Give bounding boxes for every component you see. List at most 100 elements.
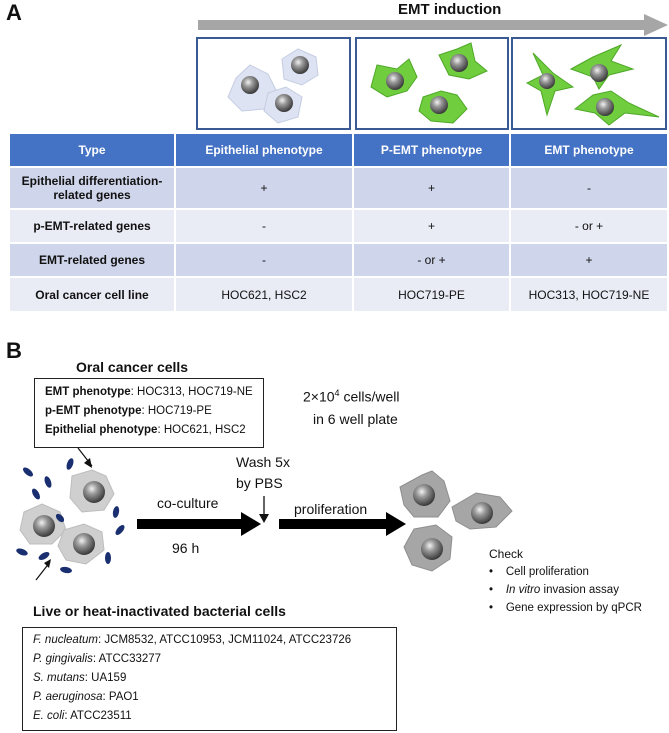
bacteria-icon <box>44 476 52 488</box>
nucleus-icon <box>386 72 404 90</box>
wash-line1: Wash 5x <box>236 454 290 470</box>
bacteria-icon <box>66 458 74 470</box>
nucleus-icon <box>471 502 493 524</box>
header-type: Type <box>10 134 176 167</box>
nucleus-icon <box>275 94 293 112</box>
table-cell: + <box>175 166 354 209</box>
proliferation-label: proliferation <box>294 501 368 517</box>
wash-arrow <box>259 496 269 523</box>
strain-list: : JCM8532, ATCC10953, JCM11024, ATCC2372… <box>98 634 352 646</box>
panel-a-label: A <box>6 0 22 25</box>
species-name: P. aeruginosa <box>33 691 103 703</box>
emt-induction-arrow <box>198 14 668 36</box>
incubation-time: 96 h <box>172 540 200 556</box>
wash-line2: by PBS <box>236 475 283 491</box>
table-cell: + <box>353 166 511 209</box>
bacteria-icon <box>32 488 40 500</box>
check-item: • In vitro invasion assay <box>489 584 619 596</box>
table-header-row: Type Epithelial phenotype P-EMT phenotyp… <box>10 134 667 167</box>
phenotype-lines: : HOC719-PE <box>141 405 212 417</box>
bacteria-icon <box>112 506 120 518</box>
bacteria-line: F. nucleatum: JCM8532, ATCC10953, JCM110… <box>33 631 396 650</box>
emt-induction-label: EMT induction <box>398 1 502 18</box>
wash-label: Wash 5x by PBS <box>236 452 290 494</box>
bacteria-line: S. mutans: UA159 <box>33 669 396 688</box>
table-cell: HOC621, HSC2 <box>175 276 354 311</box>
check-title: Check <box>489 547 524 561</box>
species-name: F. nucleatum <box>33 634 98 646</box>
header-epithelial: Epithelial phenotype <box>175 134 354 167</box>
panel-b-label: B <box>6 338 22 363</box>
nucleus-icon <box>241 76 259 94</box>
nucleus-icon <box>590 64 608 82</box>
table-row: p-EMT-related genes - + - or + <box>10 208 667 243</box>
row-label: EMT-related genes <box>10 242 176 277</box>
density-exponent: 4 <box>334 388 340 398</box>
plate-label: in 6 well plate <box>313 410 398 427</box>
table-row: Oral cancer cell line HOC621, HSC2 HOC71… <box>10 276 667 311</box>
bacteria-line: P. aeruginosa: PAO1 <box>33 688 396 707</box>
table-cell: HOC719-PE <box>353 276 511 311</box>
oral-line: Epithelial phenotype: HOC621, HSC2 <box>45 421 263 440</box>
table-cell: HOC313, HOC719-NE <box>510 276 667 311</box>
bacteria-line: P. gingivalis: ATCC33277 <box>33 650 396 669</box>
table-cell: - <box>510 166 667 209</box>
proliferated-cells <box>399 470 513 572</box>
bacteria-icon <box>23 467 33 477</box>
cell-density-label: 2×104 cells/well in 6 well plate <box>303 382 399 430</box>
check-item-text: Cell proliferation <box>505 566 589 578</box>
pemt-cells-image <box>355 37 509 130</box>
table-row: Epithelial differentiation-related genes… <box>10 166 667 209</box>
table-cell: - <box>175 208 354 243</box>
nucleus-icon <box>539 73 555 89</box>
phenotype-table: Type Epithelial phenotype P-EMT phenotyp… <box>10 134 667 311</box>
coculture-arrow <box>137 512 261 536</box>
row-label: Oral cancer cell line <box>10 276 176 311</box>
check-item: • Cell proliferation <box>489 566 589 578</box>
bacteria-title: Live or heat-inactivated bacterial cells <box>33 603 286 619</box>
species-name: S. mutans <box>33 672 85 684</box>
nucleus-icon <box>596 98 614 116</box>
bacteria-icon <box>105 552 111 564</box>
phenotype-label: Epithelial phenotype <box>45 424 158 436</box>
bacteria-box: F. nucleatum: JCM8532, ATCC10953, JCM110… <box>22 627 397 731</box>
bacteria-icon <box>55 513 65 523</box>
header-emt: EMT phenotype <box>510 134 667 167</box>
header-pemt: P-EMT phenotype <box>353 134 511 167</box>
bacteria-icon <box>115 525 125 535</box>
table-cell: - or + <box>353 242 511 277</box>
row-label: Epithelial differentiation-related genes <box>10 166 176 209</box>
nucleus-icon <box>450 54 468 72</box>
check-item-text: invasion assay <box>540 584 619 596</box>
coculture-label: co-culture <box>157 495 219 511</box>
epithelial-cells-image <box>196 37 351 130</box>
phenotype-lines: : HOC313, HOC719-NE <box>130 386 253 398</box>
strain-list: : ATCC33277 <box>92 653 162 665</box>
table-cell: + <box>353 208 511 243</box>
coculture-illustration <box>16 447 125 581</box>
nucleus-icon <box>413 484 435 506</box>
strain-list: : PAO1 <box>102 691 139 703</box>
nucleus-icon <box>33 515 55 537</box>
strain-list: : ATCC23511 <box>64 710 132 722</box>
table-cell: + <box>510 242 667 277</box>
oral-cancer-box: EMT phenotype: HOC313, HOC719-NE p-EMT p… <box>34 378 264 448</box>
check-item-emphasis: In vitro <box>505 584 541 596</box>
density-base: 2×10 <box>303 388 335 405</box>
oral-line: EMT phenotype: HOC313, HOC719-NE <box>45 383 263 402</box>
bacteria-icon <box>60 566 72 574</box>
check-item: • Gene expression by qPCR <box>489 602 642 614</box>
phenotype-label: EMT phenotype <box>45 386 131 398</box>
nucleus-icon <box>291 56 309 74</box>
phenotype-lines: : HOC621, HSC2 <box>157 424 246 436</box>
oral-line: p-EMT phenotype: HOC719-PE <box>45 402 263 421</box>
nucleus-icon <box>430 96 448 114</box>
strain-list: : UA159 <box>84 672 127 684</box>
bacteria-line: E. coli: ATCC23511 <box>33 707 396 726</box>
row-label: p-EMT-related genes <box>10 208 176 243</box>
nucleus-icon <box>83 481 105 503</box>
phenotype-label: p-EMT phenotype <box>45 405 142 417</box>
species-name: P. gingivalis <box>33 653 93 665</box>
bacteria-icon <box>16 548 28 556</box>
check-list: Check • Cell proliferation • In vitro in… <box>489 545 642 617</box>
